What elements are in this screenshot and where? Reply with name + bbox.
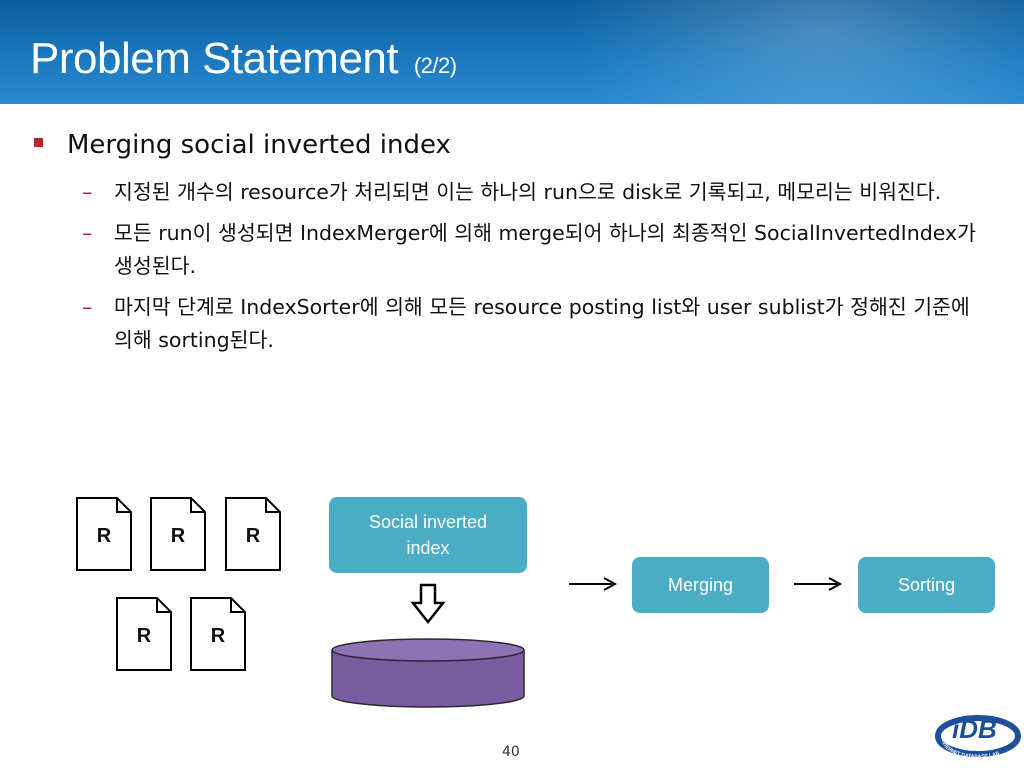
main-bullet-text: Merging social inverted index	[67, 130, 451, 160]
slide-title: Problem Statement (2/2)	[30, 34, 457, 84]
sub-bullet-text: 지정된 개수의 resource가 처리되면 이는 하나의 run으로 disk…	[114, 180, 942, 204]
title-bar	[0, 0, 1024, 104]
run-label: R	[136, 625, 152, 647]
dash-bullet-icon: –	[82, 180, 93, 204]
run-document: R	[116, 597, 172, 671]
sub-bullet-list: – 지정된 개수의 resource가 처리되면 이는 하나의 run으로 di…	[82, 176, 982, 365]
sorting-box: Sorting	[858, 557, 995, 613]
merging-label: Merging	[667, 574, 734, 595]
social-inverted-index-box: Social inverted index	[329, 497, 527, 573]
disk-cylinder-icon	[331, 638, 525, 708]
idb-logo-icon: iDB INTERNET DATABASE LAB	[935, 714, 1021, 760]
run-label: R	[170, 525, 186, 547]
logo-text: iDB	[952, 714, 997, 744]
document-icon	[190, 597, 246, 671]
document-icon	[150, 497, 206, 571]
title-subtitle: (2/2)	[413, 53, 457, 78]
sorting-label: Sorting	[897, 574, 956, 595]
right-arrow-icon	[569, 577, 618, 591]
run-document: R	[225, 497, 281, 571]
page-number: 40	[502, 744, 520, 760]
sub-bullet-text: 모든 run이 생성되면 IndexMerger에 의해 merge되어 하나의…	[114, 221, 976, 278]
sub-bullet-item: – 모든 run이 생성되면 IndexMerger에 의해 merge되어 하…	[82, 217, 982, 283]
square-bullet-icon	[34, 138, 43, 147]
merging-box: Merging	[632, 557, 769, 613]
run-document: R	[150, 497, 206, 571]
dash-bullet-icon: –	[82, 221, 93, 245]
down-arrow-icon	[410, 583, 446, 625]
dash-bullet-icon: –	[82, 295, 93, 319]
document-icon	[116, 597, 172, 671]
run-label: R	[245, 525, 261, 547]
run-label: R	[96, 525, 112, 547]
sub-bullet-text: 마지막 단계로 IndexSorter에 의해 모든 resource post…	[114, 295, 970, 352]
run-document: R	[76, 497, 132, 571]
main-bullet: Merging social inverted index	[34, 130, 451, 160]
title-text: Problem Statement	[30, 34, 399, 83]
right-arrow-icon	[794, 577, 843, 591]
social-inverted-index-label: Social inverted index	[368, 512, 488, 558]
document-icon	[76, 497, 132, 571]
sub-bullet-item: – 마지막 단계로 IndexSorter에 의해 모든 resource po…	[82, 291, 982, 357]
document-icon	[225, 497, 281, 571]
sub-bullet-item: – 지정된 개수의 resource가 처리되면 이는 하나의 run으로 di…	[82, 176, 982, 209]
run-document: R	[190, 597, 246, 671]
run-label: R	[210, 625, 226, 647]
